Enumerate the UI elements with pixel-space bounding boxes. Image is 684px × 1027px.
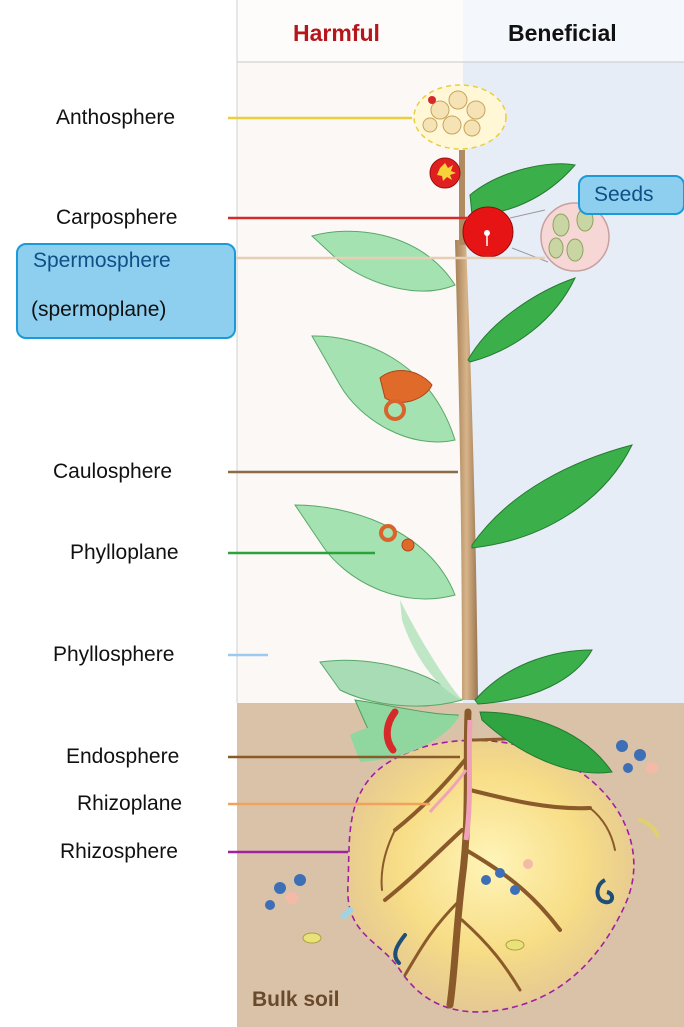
label-rhizoplane: Rhizoplane (77, 792, 182, 816)
seeds-callout: Seeds (578, 175, 684, 215)
label-spermoplane: (spermoplane) (31, 298, 166, 322)
label-anthosphere: Anthosphere (56, 106, 175, 130)
label-bulk-soil: Bulk soil (252, 988, 340, 1012)
label-carposphere: Carposphere (56, 206, 177, 230)
label-seeds: Seeds (594, 183, 654, 207)
label-spermosphere: Spermosphere (33, 249, 171, 273)
label-rhizosphere: Rhizosphere (60, 840, 178, 864)
label-caulosphere: Caulosphere (53, 460, 172, 484)
harmful-header: Harmful (293, 20, 380, 47)
label-endosphere: Endosphere (66, 745, 179, 769)
label-phyllosphere: Phyllosphere (53, 643, 174, 667)
spermosphere-callout: Spermosphere (spermoplane) (16, 243, 236, 339)
label-phylloplane: Phylloplane (70, 541, 179, 565)
beneficial-header: Beneficial (508, 20, 617, 47)
